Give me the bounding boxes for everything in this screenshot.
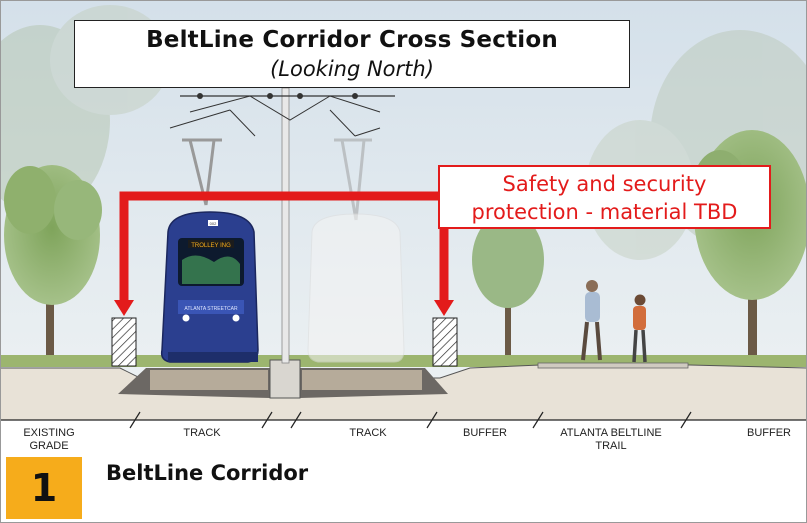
safety-callout: Safety and security protection - materia…: [438, 165, 771, 229]
tree-middle: [472, 212, 544, 360]
ballast-right: [302, 370, 422, 390]
callout-line-2: protection - material TBD: [471, 200, 738, 224]
callout-line-1: Safety and security: [502, 172, 707, 196]
streetcar: [160, 211, 259, 363]
streetcar-route-number: 002: [210, 221, 217, 226]
pole-footing: [269, 359, 301, 399]
zone-track-left: TRACK: [183, 427, 221, 439]
streetcar-headsign: TROLLEY ING: [191, 243, 231, 249]
zone-track-right: TRACK: [349, 427, 387, 439]
diagram-title: BeltLine Corridor Cross Section: [146, 27, 558, 53]
zone-buffer-right: BUFFER: [747, 427, 791, 439]
title-box: BeltLine Corridor Cross Section (Looking…: [74, 20, 630, 88]
pedestrian-right: [632, 294, 647, 363]
diagram-subtitle: (Looking North): [270, 57, 434, 81]
pedestrian-left: [581, 280, 602, 361]
footer-bar: [0, 452, 807, 523]
dimension-line: [0, 411, 807, 429]
streetcar-brand: ATLANTA STREETCAR: [184, 306, 238, 312]
safety-barrier-right: [432, 317, 458, 367]
ghost-streetcar: [307, 213, 405, 363]
section-number-badge: 1: [6, 457, 82, 519]
zone-trail: ATLANTA BELTLINE TRAIL: [560, 427, 662, 452]
footer-title: BeltLine Corridor: [106, 461, 309, 485]
pantograph-right: [334, 138, 372, 221]
trail-surface: [537, 362, 689, 369]
zone-buffer-left: BUFFER: [463, 427, 507, 439]
ballast-left: [150, 370, 268, 390]
zone-existing-grade: EXISTING GRADE: [23, 427, 75, 452]
tree-left: [4, 165, 102, 365]
catenary-pole: [169, 87, 395, 364]
safety-barrier-left: [111, 317, 137, 367]
